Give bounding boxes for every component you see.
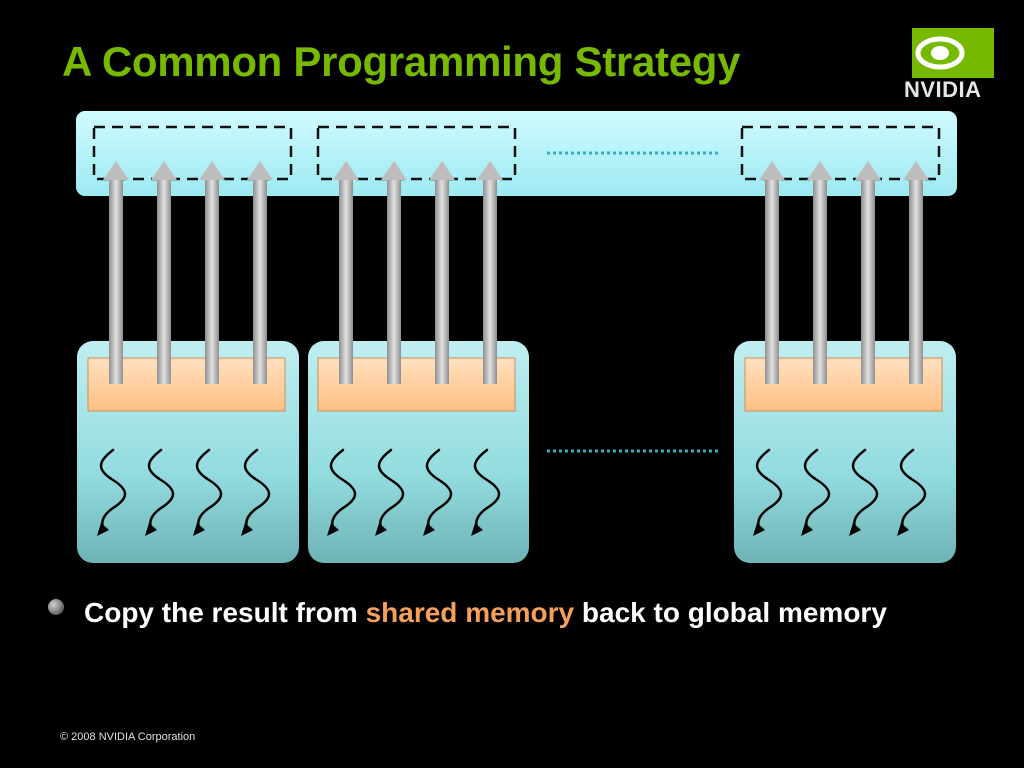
thread-squiggle bbox=[851, 448, 879, 530]
thread-arrowhead bbox=[97, 523, 109, 536]
thread-arrowhead bbox=[193, 523, 205, 536]
bullet-icon bbox=[48, 599, 64, 615]
bullet-text-before: Copy the result from bbox=[84, 597, 366, 628]
thread-squiggle bbox=[147, 448, 175, 530]
thread-squiggle bbox=[195, 448, 223, 530]
up-arrow-icon bbox=[903, 161, 929, 384]
up-arrow-icon bbox=[247, 161, 273, 384]
thread-arrowhead bbox=[145, 523, 157, 536]
thread-squiggle bbox=[755, 448, 783, 530]
up-arrow-icon bbox=[477, 161, 503, 384]
up-arrow-icon bbox=[759, 161, 785, 384]
thread-arrowhead bbox=[897, 523, 909, 536]
global-memory-region bbox=[316, 125, 517, 181]
up-arrow-icon bbox=[151, 161, 177, 384]
thread-squiggle bbox=[99, 448, 127, 530]
thread-arrowhead bbox=[241, 523, 253, 536]
thread-squiggle bbox=[243, 448, 271, 530]
up-arrow-icon bbox=[103, 161, 129, 384]
thread-squiggle bbox=[899, 448, 927, 530]
thread-arrowhead bbox=[375, 523, 387, 536]
bullet-text-after: back to global memory bbox=[574, 597, 887, 628]
nvidia-logo-text: NVIDIA bbox=[904, 77, 982, 102]
thread-squiggle bbox=[425, 448, 453, 530]
copyright-footer: © 2008 NVIDIA Corporation bbox=[60, 731, 196, 743]
thread-squiggle bbox=[329, 448, 357, 530]
bullet-highlight: shared memory bbox=[365, 597, 575, 628]
thread-squiggle bbox=[377, 448, 405, 530]
thread-arrowhead bbox=[849, 523, 861, 536]
up-arrow-icon bbox=[333, 161, 359, 384]
thread-arrowhead bbox=[423, 523, 435, 536]
global-memory-bar bbox=[76, 111, 957, 196]
bullet-text: Copy the result from shared memory back … bbox=[84, 592, 948, 633]
global-memory-region bbox=[740, 125, 941, 181]
thread-squiggle bbox=[473, 448, 501, 530]
bullet-point: Copy the result from shared memory back … bbox=[48, 592, 948, 633]
up-arrow-icon bbox=[855, 161, 881, 384]
thread-arrowhead bbox=[801, 523, 813, 536]
up-arrow-icon bbox=[381, 161, 407, 384]
slide-title: A Common Programming Strategy bbox=[62, 38, 741, 85]
up-arrow-icon bbox=[807, 161, 833, 384]
thread-arrowhead bbox=[753, 523, 765, 536]
up-arrow-icon bbox=[429, 161, 455, 384]
global-memory-region bbox=[92, 125, 293, 181]
up-arrow-icon bbox=[199, 161, 225, 384]
thread-squiggle bbox=[803, 448, 831, 530]
thread-arrowhead bbox=[471, 523, 483, 536]
thread-arrowhead bbox=[327, 523, 339, 536]
nvidia-eye-icon bbox=[912, 28, 994, 78]
